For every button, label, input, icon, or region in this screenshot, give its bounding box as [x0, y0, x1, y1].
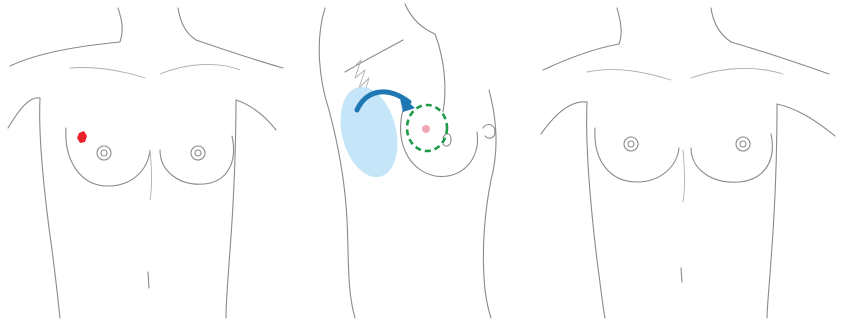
neck-right-line [711, 8, 731, 42]
nipple-right-outer [736, 137, 750, 151]
clavicle-right [160, 64, 240, 74]
shoulder-right-line [196, 40, 283, 68]
right-side-line [226, 100, 236, 318]
navel [148, 272, 149, 288]
neck-left-line [617, 8, 621, 44]
nipple-right-inner [740, 141, 746, 147]
torso-front-after-drawing [525, 0, 853, 320]
nipple-left-outer [97, 146, 111, 160]
left-arm-line [8, 98, 40, 128]
breast-left-contour [595, 128, 679, 182]
clavicle-left [587, 70, 671, 80]
clavicle-right [691, 68, 783, 78]
back-contour [319, 8, 355, 318]
right-arm-line [777, 104, 835, 136]
right-side-line [767, 104, 777, 318]
shoulder-left-line [10, 42, 120, 66]
navel [681, 268, 682, 282]
shoulder-right-line [731, 42, 829, 74]
tumor-site-marker [77, 131, 87, 143]
torso-front-before-drawing [0, 0, 285, 320]
panel-oblique-procedure [285, 0, 525, 320]
front-neck-line [405, 4, 435, 34]
breast-right-contour [691, 134, 772, 182]
neck-right-line [178, 8, 196, 40]
contralateral-nipple [483, 125, 495, 139]
nipple-left-outer [624, 137, 638, 151]
left-arm-line [541, 102, 587, 134]
recipient-defect-spot [422, 125, 430, 133]
right-arm-line [236, 100, 276, 130]
nipple-left-inner [101, 150, 107, 156]
nipple-right-outer [191, 146, 205, 160]
clavicle-left [70, 67, 145, 78]
nipple-left-inner [628, 141, 634, 147]
panel-front-after [525, 0, 853, 320]
shoulder-left-line [543, 44, 619, 70]
chest-front-line [435, 34, 445, 112]
nipple-right-inner [195, 150, 201, 156]
sternum-line [150, 150, 152, 200]
sternum-line [683, 150, 685, 202]
torso-oblique-drawing [285, 0, 525, 320]
neck-left-line [118, 8, 122, 42]
panel-front-before [0, 0, 285, 320]
left-side-line [587, 102, 605, 318]
left-side-line [40, 98, 60, 318]
